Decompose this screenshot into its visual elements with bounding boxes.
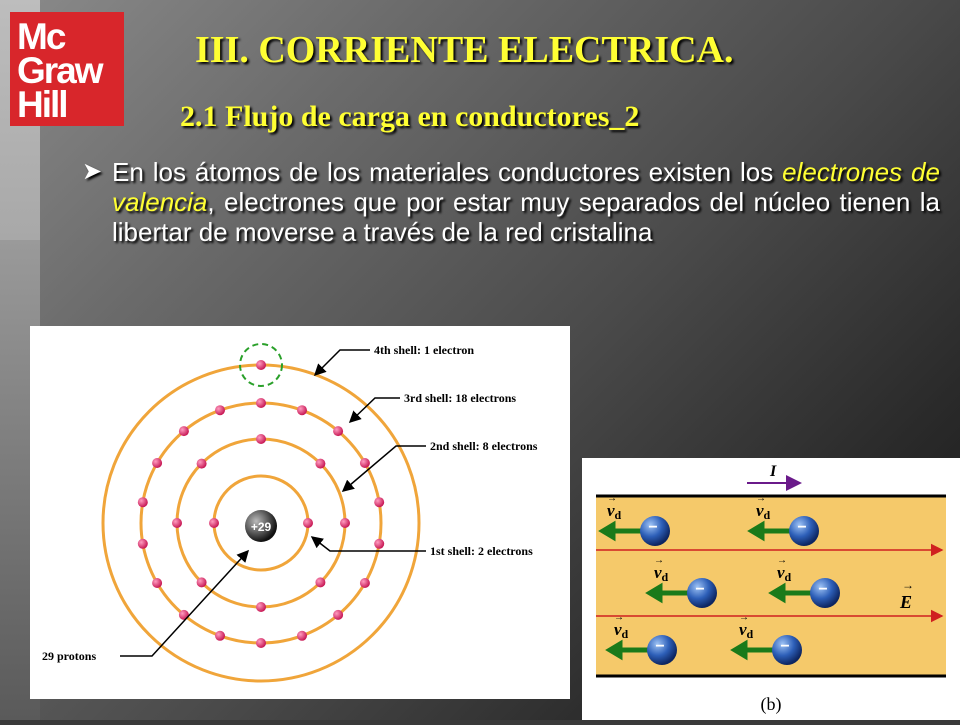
electron-shell-2 [196, 458, 207, 469]
vector-arrow-icon: → [756, 493, 766, 504]
electron-shell-3 [297, 405, 307, 416]
drift-velocity-figure: I E → −vd→−vd→−vd→−vd→−vd→−vd→ (b) [582, 458, 960, 720]
drift-electron: −vd→ [605, 612, 677, 665]
drift-electron: −vd→ [645, 555, 717, 608]
label-shell2: 2nd shell: 8 electrons [430, 439, 538, 453]
drift-arrow [645, 582, 688, 604]
electron-sphere [789, 516, 819, 546]
electron-shell-2 [196, 577, 207, 588]
electron-sphere [772, 635, 802, 665]
electron-charge-sign: − [780, 638, 789, 655]
electron-shell-2 [340, 518, 350, 528]
figure-caption: (b) [761, 694, 782, 715]
drift-electron: −vd→ [598, 493, 670, 546]
electron-shell-3 [333, 426, 344, 437]
vector-arrow-icon: → [739, 612, 749, 623]
vector-arrow-icon: → [607, 493, 617, 504]
leader-shell4 [313, 349, 370, 377]
electron-shell-3 [374, 497, 385, 508]
logo-line-3: Hill [17, 84, 69, 125]
bullet-arrow-icon: ➤ [82, 158, 103, 185]
electron-sphere [810, 578, 840, 608]
electron-shell-3 [178, 609, 189, 620]
drift-diagram: I E → −vd→−vd→−vd→−vd→−vd→−vd→ (b) [596, 463, 946, 715]
electron-shell-3 [137, 538, 148, 549]
nucleus-label: +29 [251, 520, 272, 534]
leader-shell3 [348, 397, 400, 424]
electron-shell-3 [256, 638, 266, 648]
electron-shell-2 [256, 602, 266, 612]
nucleus [245, 510, 277, 542]
field-label: E [899, 592, 912, 612]
electron-shell-3 [152, 578, 163, 588]
leader-shell2 [341, 445, 426, 492]
logo-line-1: Mc [17, 16, 66, 57]
electron-charge-sign: − [695, 581, 704, 598]
electron-shell-2 [172, 518, 182, 528]
electron-shell-2 [315, 458, 326, 469]
vector-arrow-icon: → [654, 555, 664, 566]
slide-subtitle: 2.1 Flujo de carga en conductores_2 [180, 100, 640, 133]
electron-shell-3 [152, 458, 163, 468]
electron-charge-sign: − [648, 519, 657, 536]
electron-shell-3 [297, 630, 307, 641]
label-shell1: 1st shell: 2 electrons [430, 544, 533, 558]
field-vector-arrow-icon: → [902, 578, 914, 592]
electron-shell-3 [178, 426, 189, 437]
electron-shell-4 [256, 360, 266, 370]
electron-shell-3 [359, 578, 370, 588]
electron-shell-3 [215, 405, 225, 416]
drift-arrow [768, 582, 811, 604]
atom-diagram: +29 4th shell: 1 electron 3rd shell: 18 … [42, 343, 538, 683]
label-protons: 29 protons [42, 649, 96, 663]
electrons-group [137, 360, 385, 648]
electron-sphere [647, 635, 677, 665]
leader-protons [120, 549, 250, 657]
slide-title: III. CORRIENTE ELECTRICA. [195, 29, 734, 71]
leader-shell1 [310, 536, 426, 552]
electron-sphere [687, 578, 717, 608]
electron-charge-sign: − [797, 519, 806, 536]
copper-atom-figure: +29 4th shell: 1 electron 3rd shell: 18 … [30, 326, 570, 699]
drift-electron: −vd→ [747, 493, 819, 546]
electron-shell-2 [256, 434, 266, 444]
current-label: I [769, 463, 777, 480]
bullet-text: En los átomos de los materiales conducto… [112, 157, 940, 247]
electron-charge-sign: − [655, 638, 664, 655]
drift-electron: −vd→ [768, 555, 840, 608]
electron-shell-1 [303, 518, 313, 528]
valence-electrons-highlight: electrones de valencia [112, 157, 940, 217]
vector-arrow-icon: → [777, 555, 787, 566]
drift-arrow [605, 639, 648, 661]
electron-shell-3 [374, 538, 385, 549]
drift-electrons-group: −vd→−vd→−vd→−vd→−vd→−vd→ [598, 493, 840, 665]
logo-line-2: Graw [17, 50, 104, 91]
electron-shell-1 [209, 518, 219, 528]
drift-arrow [730, 639, 773, 661]
drift-arrow [747, 520, 790, 542]
vector-arrow-icon: → [614, 612, 624, 623]
drift-arrow [598, 520, 641, 542]
electron-shell-3 [137, 497, 148, 508]
electron-charge-sign: − [818, 581, 827, 598]
bullet-text-after: , electrones que por estar muy separados… [112, 187, 940, 247]
valence-highlight-circle [239, 343, 283, 387]
label-shell3: 3rd shell: 18 electrons [404, 391, 516, 405]
electron-shell-3 [359, 458, 370, 468]
electron-shell-2 [315, 577, 326, 588]
mcgraw-hill-logo: Mc Graw Hill [10, 12, 124, 126]
label-shell4: 4th shell: 1 electron [374, 343, 474, 357]
bullet-text-before: En los átomos de los materiales conducto… [112, 157, 783, 187]
electron-sphere [640, 516, 670, 546]
electron-shell-3 [256, 398, 266, 408]
electron-shell-3 [333, 609, 344, 620]
electron-shell-3 [215, 630, 225, 641]
